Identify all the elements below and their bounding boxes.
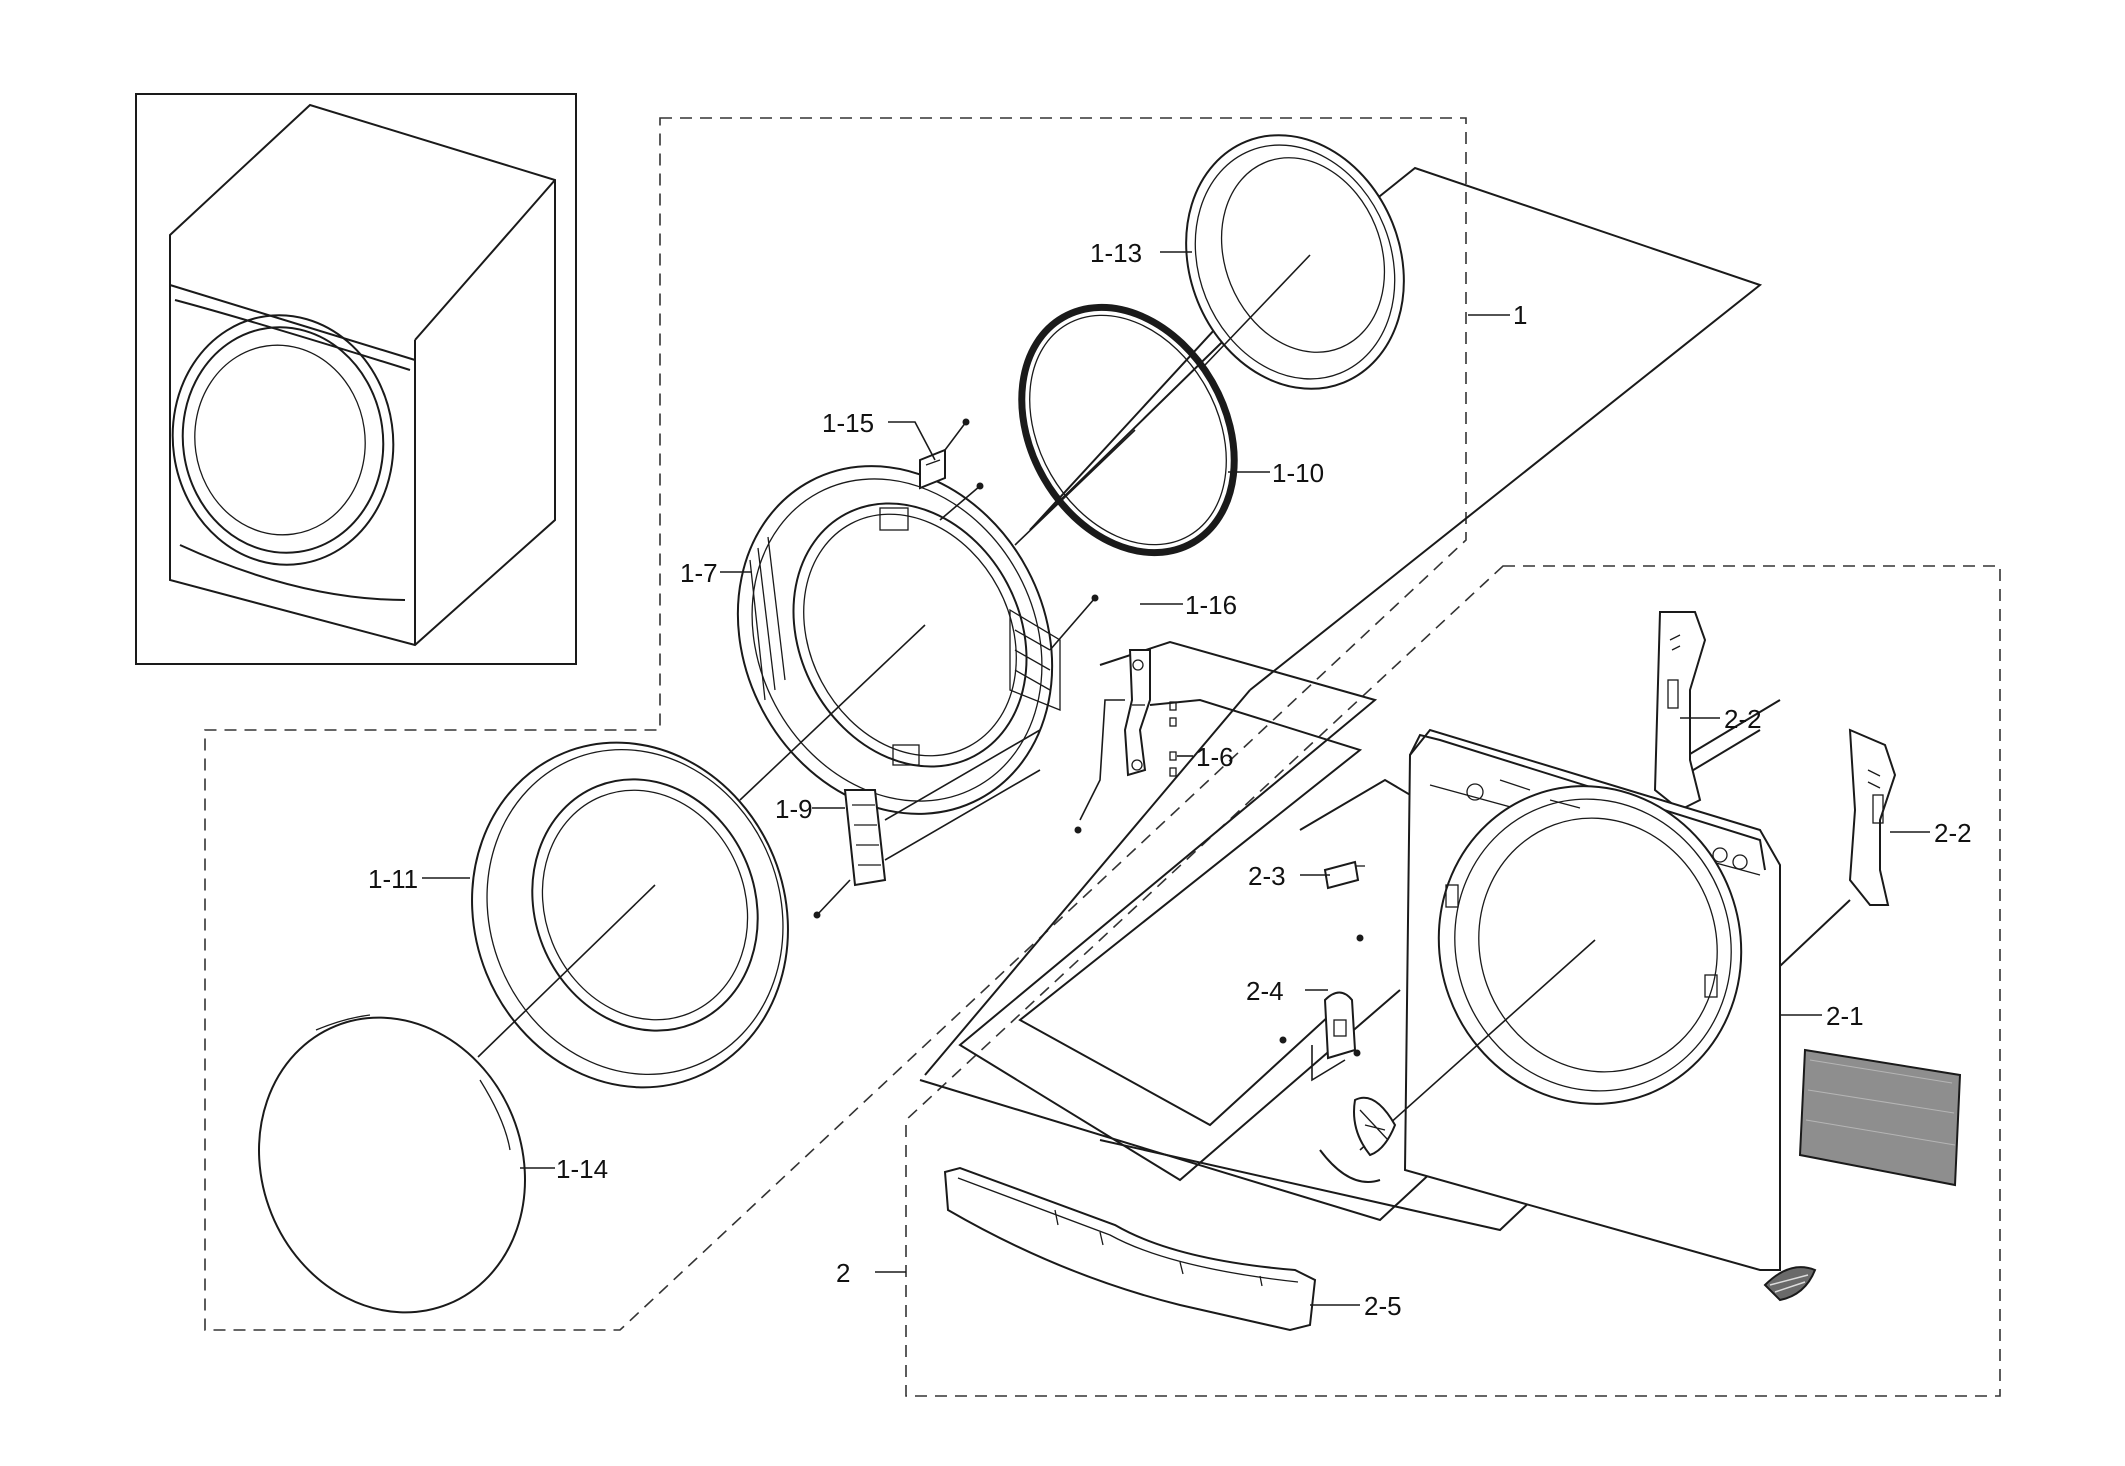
- callout-2: 2: [836, 1258, 850, 1288]
- part-door-gasket: [1014, 303, 1238, 557]
- callout-1-6: 1-6: [1196, 742, 1234, 772]
- callout-2-3: 2-3: [1248, 861, 1286, 891]
- callout-1-9: 1-9: [775, 794, 813, 824]
- part-door-latch: [1323, 860, 1365, 890]
- callout-1-15: 1-15: [822, 408, 874, 438]
- part-side-bracket-right: [1848, 728, 1897, 906]
- part-side-bracket-left: [1653, 611, 1707, 812]
- part-door-frame: [736, 465, 1061, 815]
- part-mesh-panel: [1798, 1048, 1962, 1187]
- part-door-glass: [258, 1014, 526, 1314]
- callout-2-2-right: 2-2: [1934, 818, 1972, 848]
- callout-1-14: 1-14: [556, 1154, 608, 1184]
- callout-2-1: 2-1: [1826, 1001, 1864, 1031]
- part-shield-small: [1353, 1096, 1397, 1157]
- callout-2-2-left: 2-2: [1724, 704, 1762, 734]
- part-drawer-handle: [943, 1166, 1317, 1332]
- callout-1-16: 1-16: [1185, 590, 1237, 620]
- callout-1-11: 1-11: [368, 864, 418, 894]
- part-switch-plate: [1311, 991, 1357, 1082]
- callout-2-4: 2-4: [1246, 976, 1284, 1006]
- callout-1-7: 1-7: [680, 558, 718, 588]
- callout-1-13: 1-13: [1090, 238, 1142, 268]
- reference-thumbnail: [135, 93, 577, 665]
- callout-leaders: [422, 251, 1930, 1306]
- part-bracket-small: [919, 448, 946, 490]
- callout-1-10: 1-10: [1272, 458, 1324, 488]
- callout-1: 1: [1513, 300, 1527, 330]
- part-hinge: [1079, 649, 1177, 821]
- callout-2-5: 2-5: [1364, 1291, 1402, 1321]
- part-door-cover-outer: [1185, 134, 1405, 390]
- callout-labels: 1 1-13 1-10 1-15 1-7 1-16 1-6 1-9 1-11 1…: [368, 238, 1972, 1321]
- part-hinge-bracket: [843, 729, 1041, 887]
- part-front-panel: [1359, 728, 1781, 1271]
- part-door-trim: [471, 741, 789, 1089]
- part-bottom-shell: [1763, 1266, 1817, 1302]
